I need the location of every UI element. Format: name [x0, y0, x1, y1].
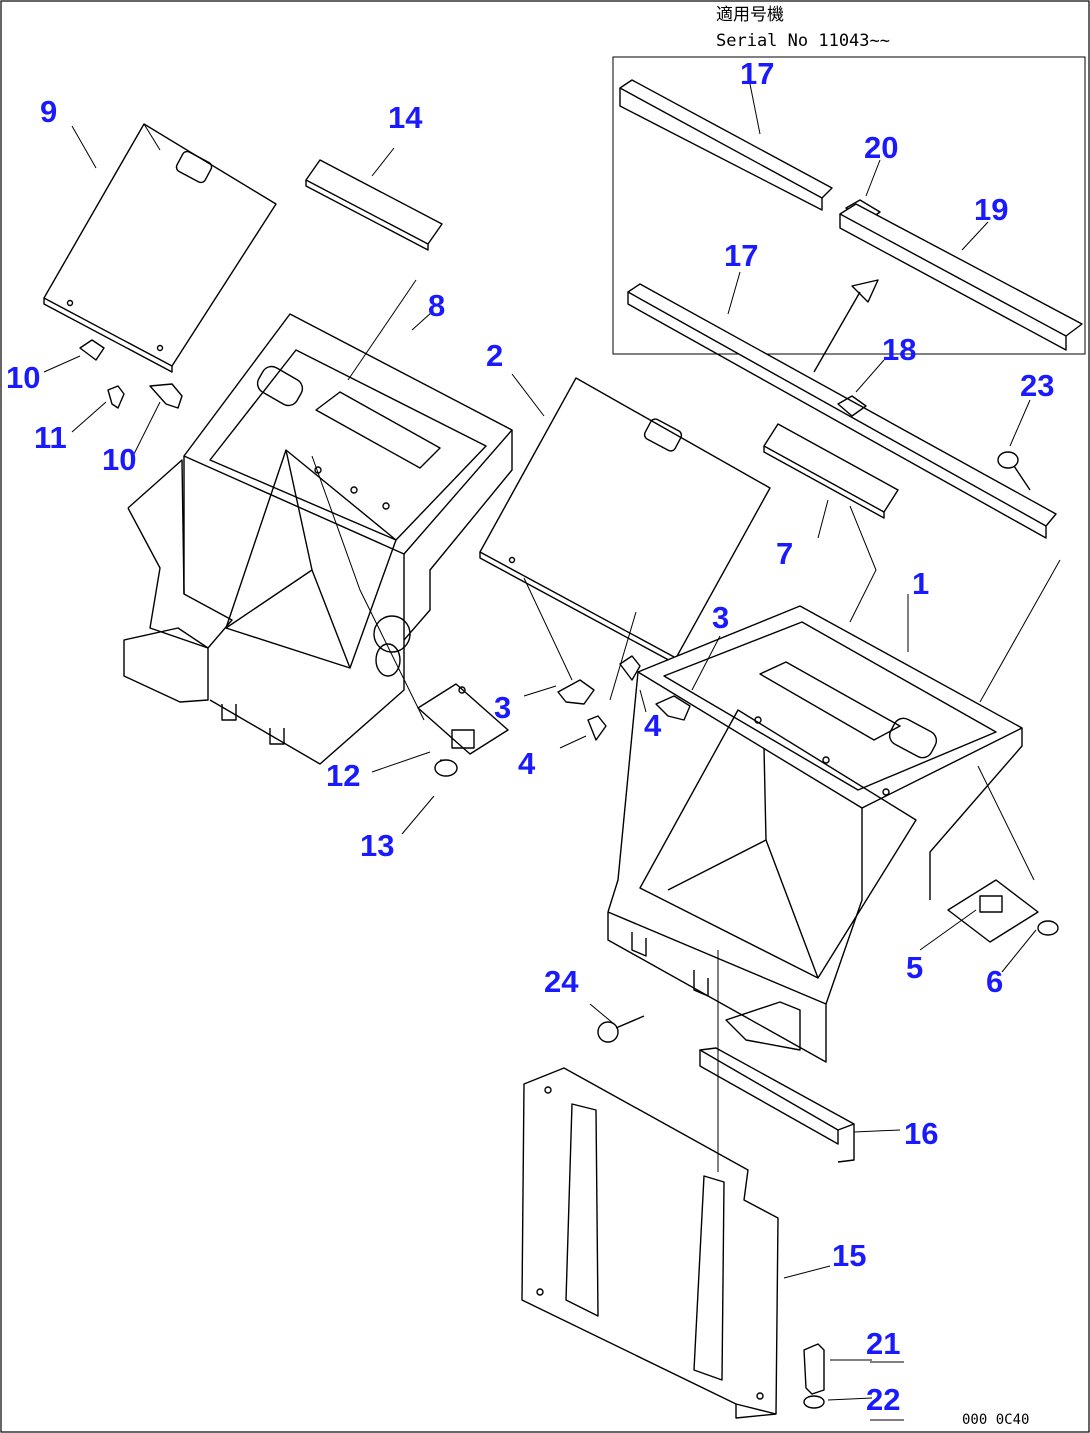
- applicable-serial-label: 適用号機: [716, 5, 784, 25]
- callout-21: 21: [866, 1326, 900, 1361]
- part-24-bolt: [597, 1015, 645, 1043]
- connector-lines: [143, 123, 1061, 1172]
- drawing-code: 000 0C40: [962, 1412, 1029, 1428]
- callout-24: 24: [544, 964, 579, 999]
- callout-20: 20: [864, 130, 898, 165]
- part-19-rail: [839, 203, 1083, 351]
- callout-22: 22: [866, 1382, 900, 1417]
- part-15-panel: [521, 1067, 779, 1419]
- callout-3-left: 3: [494, 690, 511, 725]
- callout-6: 6: [986, 964, 1003, 999]
- serial-number-label: Serial No 11043~~: [716, 31, 890, 51]
- part-23-bolt: [997, 451, 1031, 491]
- part-18-bracket: [837, 395, 867, 417]
- serial-inset-box: [612, 56, 1086, 355]
- callout-4-right: 4: [644, 708, 662, 743]
- callout-1: 1: [912, 566, 929, 601]
- callout-17-top: 17: [740, 56, 774, 91]
- callout-10-a: 10: [6, 360, 40, 395]
- callout-11: 11: [34, 420, 67, 455]
- callout-5: 5: [906, 950, 923, 985]
- part-3-clip-b: [655, 695, 691, 721]
- callout-16: 16: [904, 1116, 938, 1151]
- callout-10-b: 10: [102, 442, 136, 477]
- part-4-screw-a: [619, 655, 641, 681]
- part-4-screw-b: [587, 715, 607, 741]
- callout-labels: 9 14 8 10 11 10 2 17 20 19 17 18 23 7 1 …: [6, 56, 1054, 1417]
- part-21-bolt: [803, 1343, 825, 1395]
- callout-12: 12: [326, 758, 360, 793]
- part-17-rail-inset: [619, 79, 833, 211]
- part-5-mount: [947, 879, 1039, 943]
- part-1-console-housing: [607, 605, 1023, 1063]
- callout-18: 18: [882, 332, 916, 367]
- callout-15: 15: [832, 1238, 866, 1273]
- callout-14: 14: [388, 100, 423, 135]
- part-22-washer: [803, 1395, 825, 1409]
- part-12-mount: [417, 683, 509, 755]
- leader-lines: [43, 83, 1037, 1401]
- part-10-clip-a: [79, 339, 105, 361]
- assembly-arrow: [813, 279, 879, 373]
- callout-underlines: [870, 1361, 904, 1421]
- callout-2: 2: [486, 338, 503, 373]
- part-9-cover: [43, 123, 277, 373]
- part-16-spacer: [699, 1047, 855, 1163]
- part-17-rail: [627, 283, 1057, 539]
- callout-9: 9: [40, 94, 57, 129]
- part-10-clip-b: [149, 383, 183, 409]
- part-11-screw: [107, 385, 125, 409]
- callout-3-right: 3: [712, 600, 729, 635]
- callout-23: 23: [1020, 368, 1054, 403]
- callout-13: 13: [360, 828, 394, 863]
- callout-19: 19: [974, 192, 1008, 227]
- part-3-clip-a: [557, 679, 595, 705]
- callout-17: 17: [724, 238, 758, 273]
- part-14-strip: [305, 159, 443, 251]
- part-6-nut: [1037, 920, 1059, 936]
- part-8-console-housing: [123, 313, 513, 765]
- part-13-nut: [434, 759, 458, 777]
- callout-7: 7: [776, 536, 793, 571]
- callout-4-left: 4: [518, 746, 536, 781]
- part-7-strip: [763, 423, 899, 519]
- callout-8: 8: [428, 288, 445, 323]
